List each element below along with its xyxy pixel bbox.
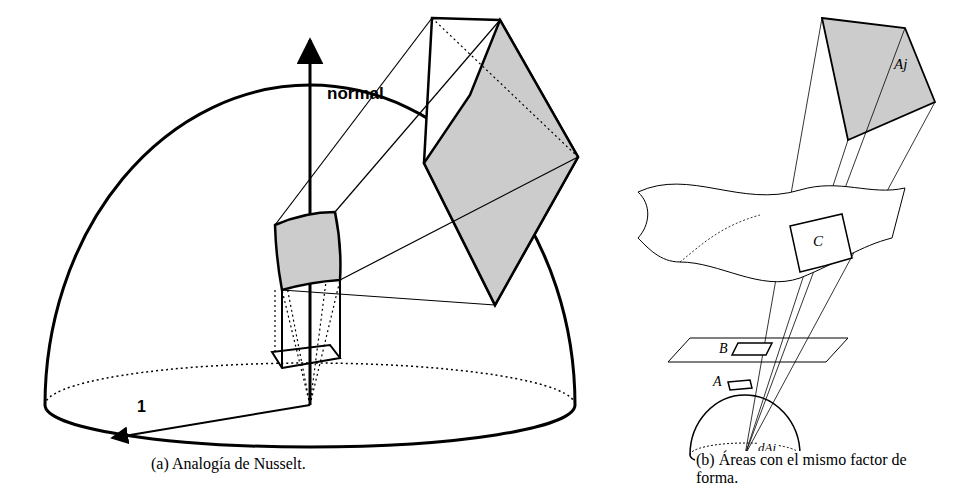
target-surface <box>822 18 935 140</box>
plane-b <box>668 338 848 362</box>
surface-fill <box>424 20 578 305</box>
prism-edge <box>339 280 341 358</box>
nusselt-figure <box>45 18 578 447</box>
curved-sheet <box>638 184 905 282</box>
area-label: A <box>712 374 723 390</box>
projection-line <box>275 18 432 225</box>
area-label: B <box>718 341 729 357</box>
sheet-patch <box>790 214 852 272</box>
surface-diagonal <box>432 18 578 157</box>
sphere-patch <box>728 380 752 390</box>
surface-outline <box>424 18 578 305</box>
sphere-patch <box>275 212 340 290</box>
center-line <box>310 280 340 405</box>
prism-edge <box>274 290 275 352</box>
figure-caption: (b) Áreas con el mismo factor de forma. <box>695 451 947 488</box>
radius-label: 1 <box>136 398 147 416</box>
projection-line <box>340 157 578 280</box>
prism-edge <box>281 290 283 368</box>
axis-label: normal <box>326 84 385 104</box>
sheet-fold <box>680 215 760 262</box>
area-label: Aj <box>893 56 908 73</box>
projection-line <box>282 290 495 305</box>
figure-caption: (a) Analogía de Nusselt. <box>150 455 307 473</box>
hemisphere <box>690 395 800 455</box>
projection-line <box>335 20 500 212</box>
area-label: C <box>812 233 824 250</box>
form-factor-figure <box>638 18 935 467</box>
base-projection <box>272 345 340 368</box>
base-front <box>45 405 575 447</box>
plane-patch <box>732 343 772 355</box>
